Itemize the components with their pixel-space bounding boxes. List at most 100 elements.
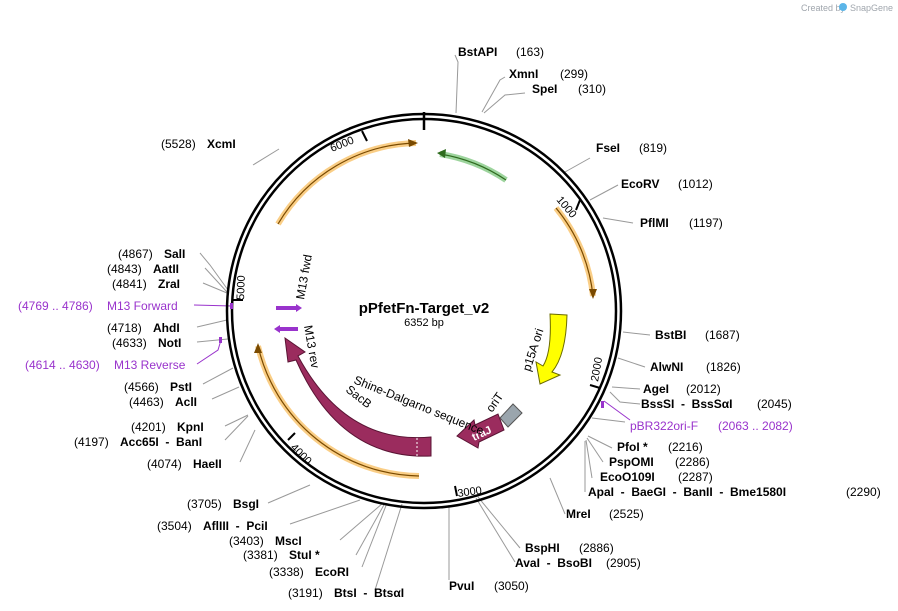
site-name: EcoRI: [315, 565, 349, 579]
site-pos: (3191): [288, 586, 323, 600]
site-pos: (1012): [678, 177, 713, 191]
site-name: PspOMI: [609, 455, 654, 469]
site-name: PflMI: [640, 216, 669, 230]
feature-green: [437, 149, 508, 183]
site-pos: (163): [516, 45, 544, 59]
site-name: AvaI - BsoBI: [515, 556, 592, 570]
site-pos: (310): [578, 82, 606, 96]
site-name: EcoRV: [621, 177, 659, 191]
site-pos: (3403): [229, 534, 264, 548]
site-name: BstBI: [655, 328, 686, 342]
site-pos: (4867): [118, 247, 153, 261]
feature-traj: [456, 413, 505, 449]
site-name: AatII: [153, 262, 179, 276]
site-pos: (2286): [675, 455, 710, 469]
site-pos: (3050): [494, 579, 529, 593]
primer-name: M13 Forward: [107, 299, 178, 313]
snapgene-logo-icon: [839, 3, 847, 11]
tick-label-2000: 2000: [589, 356, 605, 382]
site-name: XcmI: [207, 137, 236, 151]
site-name: KpnI: [177, 420, 204, 434]
site-pos: (4197): [74, 435, 109, 449]
feature-orange-top: [275, 139, 418, 226]
site-name: EcoO109I: [600, 470, 655, 484]
site-name: BtsI - BtsαI: [334, 586, 404, 600]
site-name: ZraI: [158, 277, 180, 291]
primer-name: M13 Reverse: [114, 358, 186, 372]
site-name: BspHI: [525, 541, 560, 555]
primer-name: pBR322ori-F: [630, 419, 698, 433]
site-name: AflIII - PciI: [203, 519, 268, 533]
site-pos: (3338): [269, 565, 304, 579]
site-pos: (2012): [686, 382, 721, 396]
site-name: AgeI: [643, 382, 669, 396]
site-pos: (2525): [609, 507, 644, 521]
feature-sacb: [284, 336, 432, 457]
site-pos: (5528): [161, 137, 196, 151]
site-pos: (2290): [846, 485, 881, 499]
left-site-labels: (5528) XcmI (4867) SalI (4843) AatII (48…: [18, 137, 404, 600]
m13-reverse-mark: [219, 337, 222, 343]
tick-label-5000: 5000: [235, 275, 248, 300]
site-pos: (2287): [678, 470, 713, 484]
site-name: HaeII: [193, 457, 222, 471]
site-name: XmnI: [509, 67, 538, 81]
site-name: Acc65I - BanI: [120, 435, 202, 449]
pbr322ori-primer-mark: [601, 401, 604, 408]
site-name: BssSI - BssSαI: [641, 397, 732, 411]
site-leader-lines: [196, 54, 651, 591]
feature-m13-fwd: [276, 304, 302, 312]
feature-orange-right: [553, 206, 597, 299]
plasmid-name: pPfetFn-Target_v2: [359, 300, 490, 317]
site-pos: (299): [560, 67, 588, 81]
site-name: NotI: [158, 336, 181, 350]
site-name: AlwNI: [650, 360, 683, 374]
site-name: FseI: [596, 141, 620, 155]
site-pos: (4463): [129, 395, 164, 409]
credit-text: Created by: [801, 3, 846, 13]
site-pos: (1197): [689, 216, 723, 230]
site-name: BsgI: [233, 497, 259, 511]
primer-leader-lines: [193, 304, 631, 421]
orit-label: oriT: [483, 389, 507, 415]
site-pos: (819): [639, 141, 667, 155]
site-name: PfoI *: [617, 440, 648, 454]
tick-label-3000: 3000: [457, 485, 483, 500]
m13-forward-mark: [230, 303, 233, 309]
plasmid-backbone: [225, 112, 623, 510]
credit-brand: SnapGene: [850, 3, 893, 13]
feature-orange-bottom: [254, 343, 420, 479]
site-pos: (4841): [112, 277, 147, 291]
site-pos: (4201): [131, 420, 166, 434]
site-pos: (4843): [107, 262, 142, 276]
right-site-labels: BstAPI (163) XmnI (299) SpeI (310) FseI …: [449, 45, 881, 593]
site-pos: (2045): [757, 397, 792, 411]
site-pos: (2886): [579, 541, 614, 555]
site-pos: (4566): [124, 380, 159, 394]
site-name: SpeI: [532, 82, 557, 96]
site-name: AclI: [175, 395, 197, 409]
site-pos: (3504): [157, 519, 192, 533]
site-name: SalI: [164, 247, 185, 261]
snapgene-credit: Created by SnapGene: [801, 3, 893, 13]
site-pos: (2216): [668, 440, 703, 454]
site-name: AhdI: [153, 321, 180, 335]
m13-fwd-label: M13 fwd: [293, 253, 315, 300]
site-pos: (1687): [705, 328, 740, 342]
site-pos: (3705): [187, 497, 222, 511]
site-pos: (4633): [112, 336, 147, 350]
bp-ticks: [232, 130, 601, 497]
site-pos: (4074): [147, 457, 182, 471]
site-pos: (1826): [706, 360, 741, 374]
plasmid-length: 6352 bp: [404, 317, 444, 329]
site-name: BstAPI: [458, 45, 497, 59]
site-name: ApaI - BaeGI - BanII - Bme1580I: [588, 485, 786, 499]
site-pos: (2905): [606, 556, 641, 570]
feature-p15a-ori: [535, 313, 568, 385]
site-name: MscI: [275, 534, 302, 548]
primer-pos: (4769 .. 4786): [18, 299, 93, 313]
site-name: StuI *: [289, 548, 320, 562]
feature-m13-rev: [274, 325, 298, 333]
site-name: MreI: [566, 507, 591, 521]
